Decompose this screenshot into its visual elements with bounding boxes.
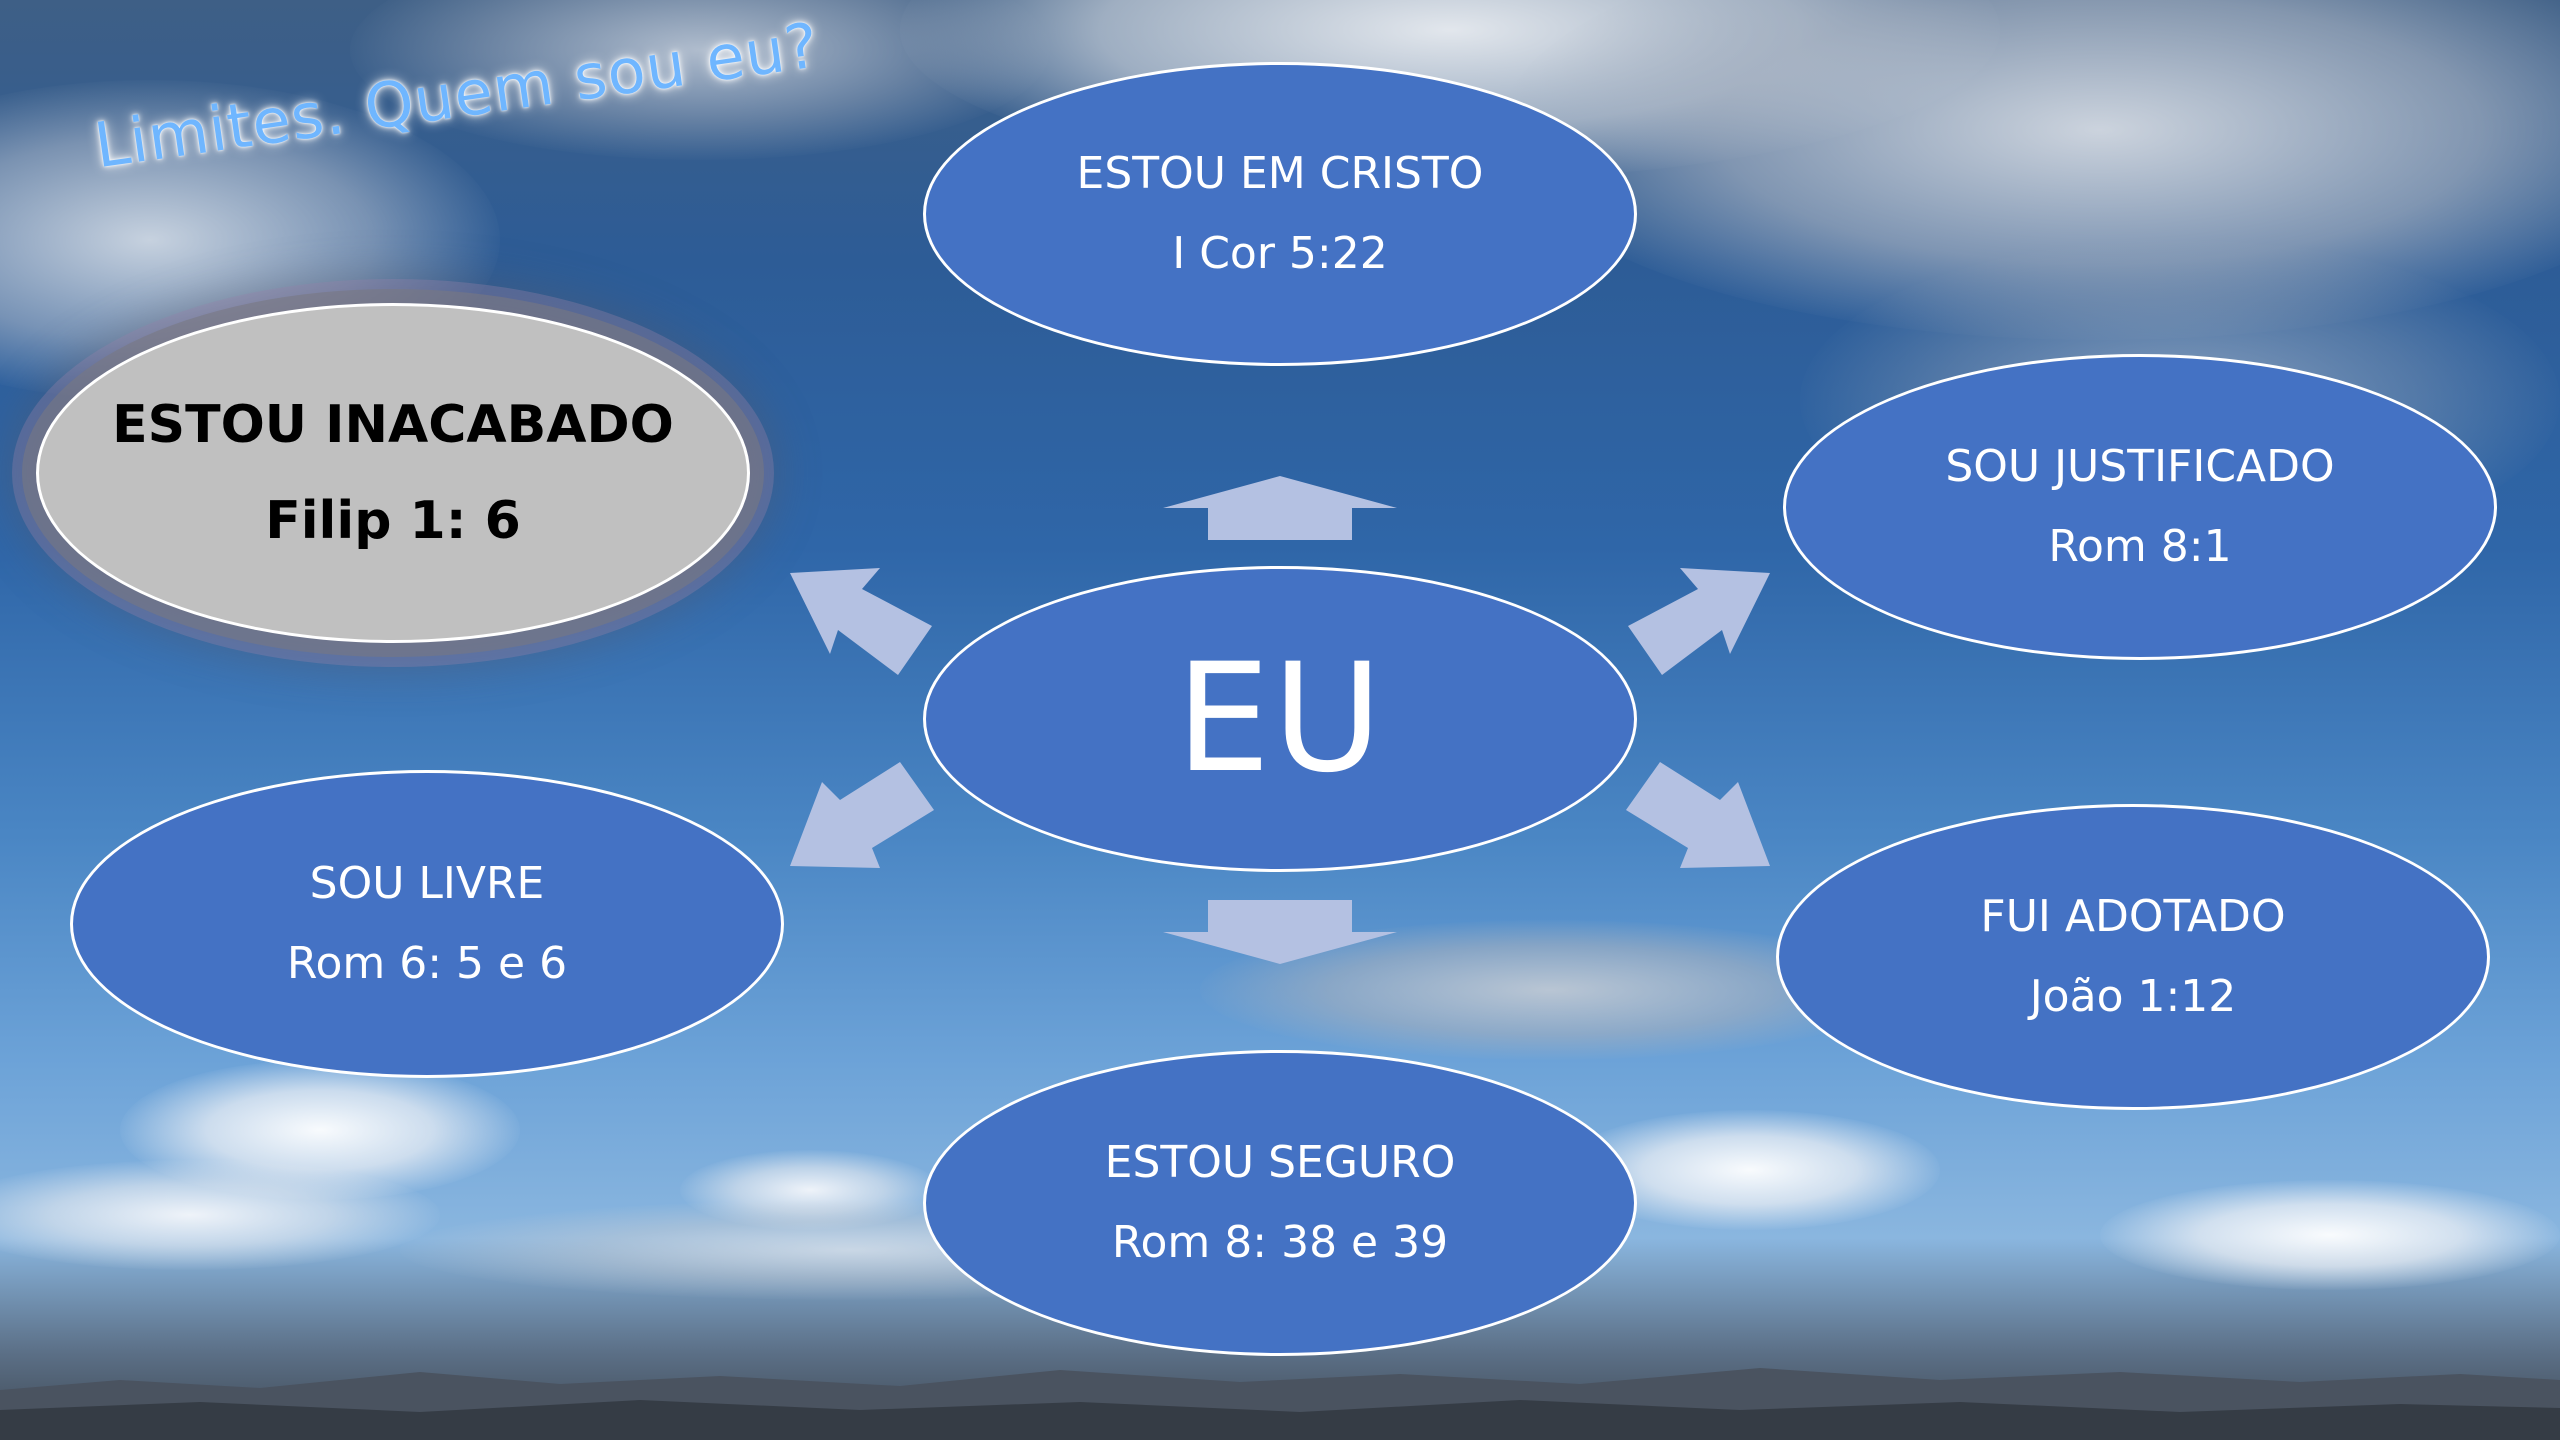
node-fui-adotado: FUI ADOTADO João 1:12 [1776, 804, 2490, 1110]
node-heading: FUI ADOTADO [1980, 891, 2286, 942]
node-heading: ESTOU INACABADO [112, 395, 674, 455]
arrow-down-icon [1163, 900, 1397, 964]
node-reference: Rom 8:1 [2048, 521, 2232, 572]
arrow-upper-left-icon [790, 568, 932, 675]
center-label: EU [1175, 632, 1385, 806]
node-reference: Rom 8: 38 e 39 [1111, 1217, 1449, 1268]
node-heading: SOU JUSTIFICADO [1945, 441, 2335, 492]
arrow-lower-left-icon [790, 762, 934, 868]
node-reference: I Cor 5:22 [1172, 228, 1388, 279]
arrow-up-icon [1163, 476, 1397, 540]
horizon-hills [0, 1368, 2560, 1440]
arrow-lower-right-icon [1626, 762, 1770, 868]
node-heading: ESTOU EM CRISTO [1076, 148, 1484, 199]
center-node-eu: EU [923, 566, 1637, 872]
node-estou-inacabado: ESTOU INACABADO Filip 1: 6 [36, 303, 750, 643]
node-reference: João 1:12 [2029, 971, 2237, 1022]
node-estou-seguro: ESTOU SEGURO Rom 8: 38 e 39 [923, 1050, 1637, 1356]
node-sou-livre: SOU LIVRE Rom 6: 5 e 6 [70, 770, 784, 1078]
node-reference: Filip 1: 6 [265, 491, 521, 551]
arrow-upper-right-icon [1628, 568, 1770, 675]
node-heading: ESTOU SEGURO [1104, 1137, 1456, 1188]
node-heading: SOU LIVRE [309, 858, 545, 909]
node-estou-em-cristo: ESTOU EM CRISTO I Cor 5:22 [923, 62, 1637, 366]
node-sou-justificado: SOU JUSTIFICADO Rom 8:1 [1783, 354, 2497, 660]
node-reference: Rom 6: 5 e 6 [286, 938, 568, 989]
